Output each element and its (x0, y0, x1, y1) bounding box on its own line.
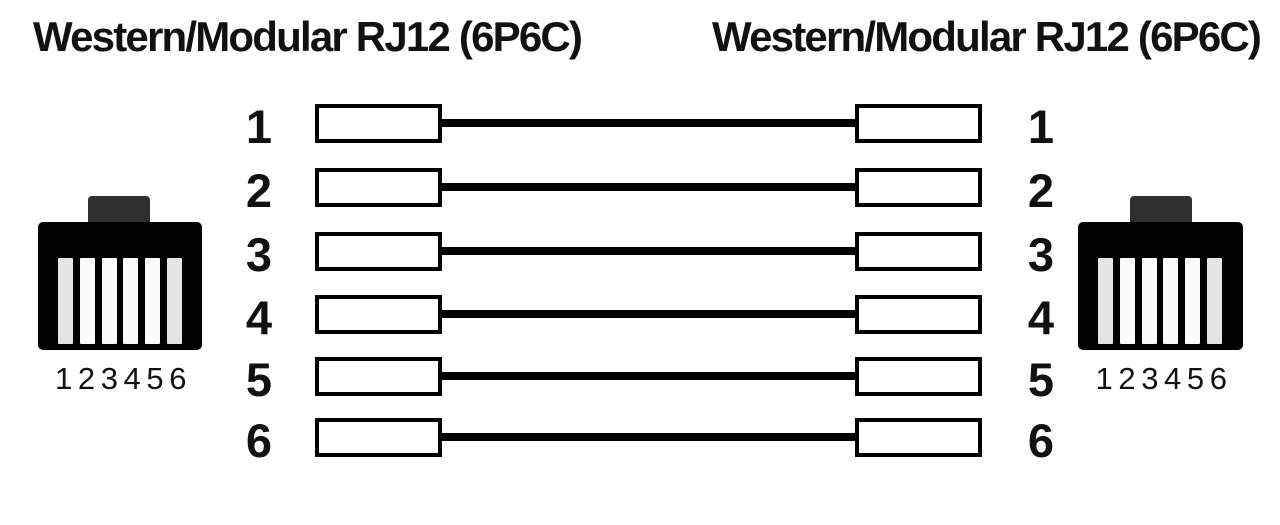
pin-slot (123, 258, 138, 344)
pin-slot (1142, 258, 1157, 344)
pin-slot (80, 258, 95, 344)
left-pin-box (315, 104, 442, 143)
pin-slot (1098, 258, 1113, 344)
left-pin-box (315, 418, 442, 457)
right-pin-number: 1 (1027, 100, 1055, 153)
left-pin-number: 2 (245, 164, 273, 217)
right-pin-number: 2 (1027, 164, 1055, 217)
right-pin-number: 3 (1027, 228, 1055, 281)
pin-slot (1207, 258, 1222, 344)
right-pin-number: 4 (1027, 291, 1055, 344)
wire (438, 310, 857, 318)
pin-slot (1185, 258, 1200, 344)
right-pin-box (855, 418, 982, 457)
right-pin-box (855, 295, 982, 334)
connector-latch-tab-right (1130, 196, 1192, 224)
wire (438, 433, 857, 441)
pin-slot (1163, 258, 1178, 344)
connector-pin-numbers-right: 1 2 3 4 5 6 (1095, 361, 1227, 396)
pin-slot (167, 258, 182, 344)
connector-body-left (38, 222, 202, 350)
pin-slot (1120, 258, 1135, 344)
left-pin-number: 1 (245, 100, 273, 153)
left-pin-box (315, 295, 442, 334)
pin-slot (58, 258, 73, 344)
right-pin-box (855, 232, 982, 271)
connector-latch-tab-left (88, 196, 150, 224)
left-pin-number: 6 (245, 414, 273, 467)
right-pin-number: 6 (1027, 414, 1055, 467)
connector-pin-numbers-left: 1 2 3 4 5 6 (54, 361, 187, 396)
pin-slot (102, 258, 117, 344)
left-pin-box (315, 168, 442, 207)
wire (438, 183, 857, 191)
wire (438, 372, 857, 380)
left-pin-number: 5 (245, 353, 273, 406)
left-pin-number: 4 (245, 291, 273, 344)
right-pin-box (855, 104, 982, 143)
title-left-connector: Western/Modular RJ12 (6P6C) (33, 13, 583, 60)
connector-body-right (1078, 222, 1243, 350)
wire (438, 119, 857, 127)
right-pin-box (855, 357, 982, 396)
left-pin-number: 3 (245, 228, 273, 281)
pin-slot (145, 258, 160, 344)
left-pin-box (315, 232, 442, 271)
right-pin-number: 5 (1027, 353, 1055, 406)
right-pin-box (855, 168, 982, 207)
title-right-connector: Western/Modular RJ12 (6P6C) (712, 13, 1262, 60)
left-pin-box (315, 357, 442, 396)
wire (438, 247, 857, 255)
